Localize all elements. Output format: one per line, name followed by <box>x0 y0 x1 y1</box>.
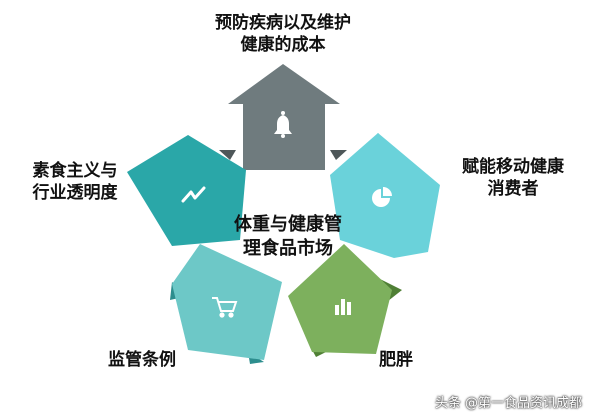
top-segment-fold <box>219 150 236 160</box>
shopping-cart-icon <box>212 297 238 318</box>
trend-line-icon <box>181 186 206 203</box>
top-segment-label: 预防疾病以及维护 健康的成本 <box>215 13 351 55</box>
bell-icon <box>274 111 292 138</box>
watermark: 头条 @第一食品资讯成都 <box>434 396 582 411</box>
pie-chart-icon <box>372 187 392 207</box>
bottom-right-segment-shape <box>288 244 392 354</box>
bar-chart-icon <box>335 299 351 315</box>
left-segment-label: 素食主义与 行业透明度 <box>32 161 118 203</box>
bottom-right-segment-label: 肥胖 <box>379 350 413 370</box>
bottom-left-segment-label: 监管条例 <box>108 350 176 370</box>
center-title: 体重与健康管 理食品市场 <box>234 214 342 259</box>
left-segment-shape <box>127 135 246 246</box>
top-segment-fold <box>330 150 347 160</box>
right-segment-label: 赋能移动健康 消费者 <box>462 157 564 199</box>
